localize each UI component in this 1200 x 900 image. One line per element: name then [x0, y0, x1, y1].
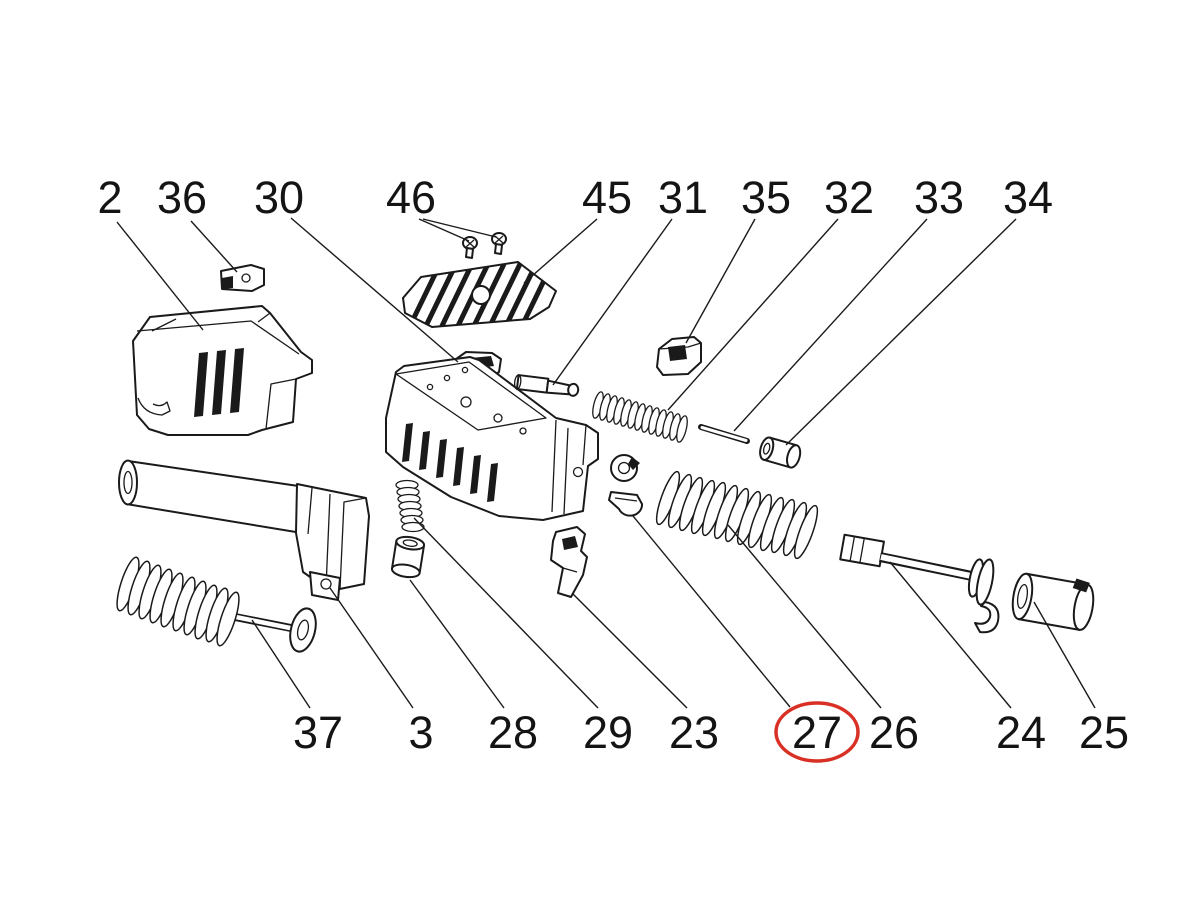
- leader-callout-33: [733, 218, 928, 432]
- callout-label-27: 27: [792, 707, 842, 758]
- part-25-bushing: [1011, 572, 1095, 631]
- leader-callout-35: [685, 218, 756, 344]
- callout-label-30: 30: [254, 172, 304, 223]
- callout-label-45: 45: [582, 172, 632, 223]
- callout-label-31: 31: [658, 172, 708, 223]
- part-23-cam-block: [550, 526, 588, 598]
- part-35-rear-sight: [656, 336, 702, 376]
- part-3-barrel: [118, 459, 370, 601]
- leader-lines: [116, 217, 1096, 709]
- leader-callout-30: [290, 217, 459, 363]
- leader-callout-34: [785, 218, 1017, 446]
- leader-callout-26: [727, 524, 882, 709]
- part-36-front-sight: [220, 264, 265, 292]
- callout-label-23: 23: [669, 707, 719, 758]
- callout-label-34: 34: [1003, 172, 1053, 223]
- leader-callout-36: [190, 220, 238, 273]
- leader-callout-31: [552, 218, 673, 386]
- leader-callout-27: [632, 515, 791, 708]
- parts-illustration: [111, 232, 1095, 653]
- callout-label-35: 35: [741, 172, 791, 223]
- callout-label-33: 33: [914, 172, 964, 223]
- part-28-plug: [390, 535, 426, 579]
- part-27-striker-stop: [608, 454, 643, 517]
- callout-label-32: 32: [824, 172, 874, 223]
- highlight-circle: [774, 701, 860, 763]
- leader-callout-45: [523, 218, 598, 284]
- callout-label-28: 28: [488, 707, 538, 758]
- callout-label-26: 26: [869, 707, 919, 758]
- leader-callout-46b: [422, 218, 497, 238]
- part-2-slide-body: [132, 305, 313, 436]
- part-37-recoil-assembly: [111, 554, 317, 653]
- callout-labels: 2 36 30 46 45 31 35 32 33 34 37 3 28 29 …: [97, 172, 1129, 758]
- leader-callout-25: [1033, 601, 1096, 709]
- leader-callout-28: [409, 579, 505, 709]
- part-26-recoil-spring: [651, 468, 823, 562]
- leader-callout-23: [572, 593, 688, 709]
- leader-callout-37: [251, 619, 311, 709]
- part-45-optic-plate: [402, 261, 557, 328]
- part-46-screws: [462, 232, 507, 259]
- leader-callout-46a: [418, 218, 470, 242]
- leader-callout-3: [329, 587, 414, 709]
- leader-callout-29: [413, 517, 599, 709]
- callout-label-37: 37: [293, 707, 343, 758]
- callout-label-36: 36: [157, 172, 207, 223]
- part-32-striker-spring: [590, 390, 690, 444]
- part-slide-front: [385, 356, 599, 521]
- leader-callout-32: [667, 218, 839, 411]
- callout-label-29: 29: [583, 707, 633, 758]
- leader-callout-24: [889, 561, 1012, 709]
- part-33-pin: [698, 424, 750, 444]
- part-24-guide-rod: [839, 533, 1000, 634]
- callout-label-46: 46: [386, 172, 436, 223]
- callout-label-3: 3: [408, 707, 433, 758]
- callout-label-25: 25: [1079, 707, 1129, 758]
- leader-callout-2: [116, 221, 204, 331]
- part-34-plunger: [759, 436, 802, 469]
- part-31-striker: [513, 374, 580, 397]
- callout-label-24: 24: [996, 707, 1046, 758]
- callout-label-2: 2: [97, 172, 122, 223]
